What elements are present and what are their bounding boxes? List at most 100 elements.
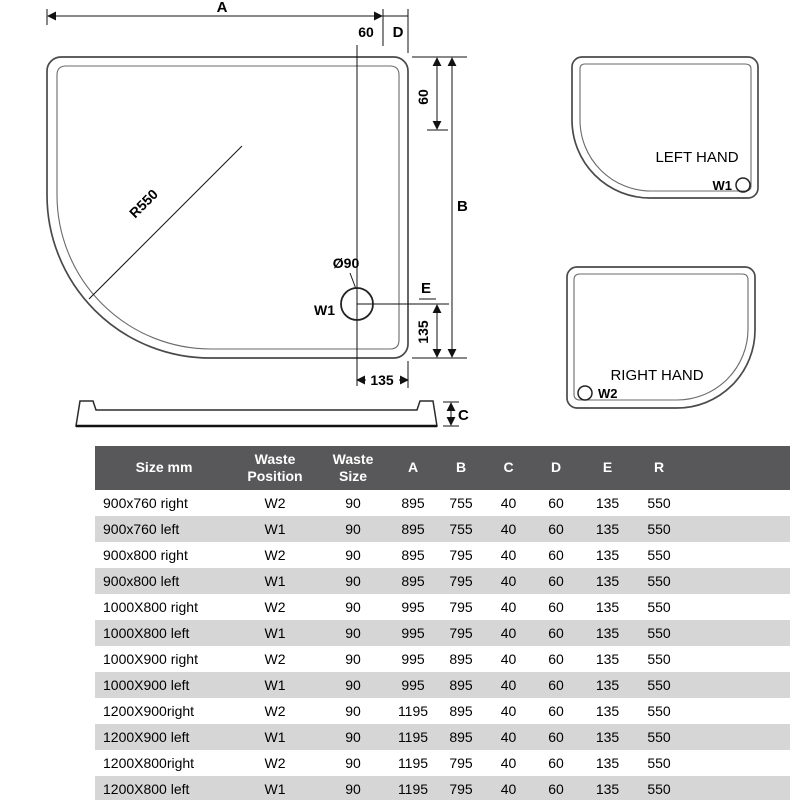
value-cell: 795 [449, 625, 473, 641]
spacer-cell [683, 542, 790, 568]
value-cell: 550 [647, 573, 671, 589]
left-hand-title: LEFT HAND [655, 149, 738, 166]
value-cell: 895 [401, 521, 425, 537]
technical-drawing: A 60 D 60 B E 135 135 R550 [46, 0, 759, 428]
size-cell: 900x760 right [103, 495, 188, 511]
value-cell: 995 [401, 599, 425, 615]
value-cell: W2 [264, 547, 286, 563]
left-hand-tray-outline [571, 56, 759, 199]
value-cell: 135 [595, 599, 620, 615]
value-cell: 550 [647, 729, 671, 745]
waste-hole [340, 287, 374, 321]
value-cell: 60 [548, 677, 564, 693]
value-cell: 40 [500, 573, 517, 589]
value-cell: 90 [345, 703, 361, 719]
tray-outline [46, 56, 409, 359]
value-cell: 550 [647, 651, 671, 667]
waste-leader-line [349, 272, 357, 290]
dim-bottom-135-value: 135 [370, 372, 394, 388]
radius-leader-line [88, 145, 243, 300]
value-cell: 90 [345, 755, 361, 771]
value-cell: W1 [264, 573, 286, 589]
size-cell: 1000X900 left [103, 677, 190, 693]
value-cell: 90 [345, 677, 361, 693]
radius-label: R550 [126, 186, 161, 221]
column-header: E [580, 446, 635, 490]
value-cell: 1195 [397, 781, 429, 797]
waste-diameter-label: Ø90 [333, 255, 360, 271]
value-cell: 135 [595, 781, 620, 797]
value-cell: 90 [345, 781, 361, 797]
value-cell: W1 [264, 677, 286, 693]
dim-right-60-value: 60 [415, 89, 431, 105]
value-cell: 550 [647, 703, 671, 719]
spacer-cell [683, 724, 790, 750]
value-cell: 60 [548, 703, 564, 719]
value-cell: 135 [595, 755, 620, 771]
value-cell: W1 [264, 781, 286, 797]
right-hand-panel: RIGHT HAND W2 [566, 266, 756, 409]
dim-a-label: A [217, 0, 228, 16]
left-hand-waste-circle [735, 177, 751, 193]
value-cell: 90 [345, 547, 361, 563]
spacer-cell [683, 620, 790, 646]
value-cell: 795 [449, 573, 473, 589]
dim-e-label: E [421, 280, 431, 297]
spacer-cell [683, 594, 790, 620]
value-cell: 755 [449, 521, 473, 537]
size-cell: 1200X900 left [103, 729, 190, 745]
value-cell: 135 [595, 625, 620, 641]
value-cell: 995 [401, 651, 425, 667]
value-cell: 40 [500, 625, 517, 641]
spacer-cell [683, 490, 790, 516]
value-cell: 550 [647, 547, 671, 563]
value-cell: 1195 [397, 703, 429, 719]
value-cell: 550 [647, 495, 671, 511]
value-cell: 60 [548, 547, 564, 563]
column-header: D [532, 446, 580, 490]
value-cell: 135 [595, 677, 620, 693]
value-cell: 90 [345, 651, 361, 667]
right-hand-title: RIGHT HAND [610, 367, 703, 384]
side-profile-shape [75, 400, 438, 427]
value-cell: 90 [345, 573, 361, 589]
value-cell: 895 [401, 573, 425, 589]
value-cell: 550 [647, 599, 671, 615]
waste-position-label: W1 [314, 302, 335, 318]
value-cell: 995 [401, 625, 425, 641]
value-cell: 795 [449, 755, 473, 771]
value-cell: 135 [595, 521, 620, 537]
value-cell: W1 [264, 521, 286, 537]
value-cell: 1195 [397, 755, 429, 771]
dim-d-label: D [393, 24, 404, 41]
right-hand-waste-circle [577, 385, 593, 401]
value-cell: 90 [345, 495, 361, 511]
size-cell: 1000X800 right [103, 599, 198, 615]
value-cell: 895 [401, 495, 425, 511]
value-cell: 135 [595, 729, 620, 745]
value-cell: 995 [401, 677, 425, 693]
spacer-cell [683, 776, 790, 800]
spacer-cell [683, 568, 790, 594]
column-header: Size mm [95, 446, 233, 490]
column-header: Waste Size [317, 446, 389, 490]
dimension-lines: A 60 D 60 B E 135 135 R550 [46, 0, 468, 388]
right-hand-tray-outline [566, 266, 756, 409]
value-cell: 550 [647, 521, 671, 537]
value-cell: W1 [264, 729, 286, 745]
value-cell: 795 [449, 781, 473, 797]
value-cell: 755 [449, 495, 473, 511]
value-cell: 135 [595, 573, 620, 589]
value-cell: W2 [264, 495, 286, 511]
